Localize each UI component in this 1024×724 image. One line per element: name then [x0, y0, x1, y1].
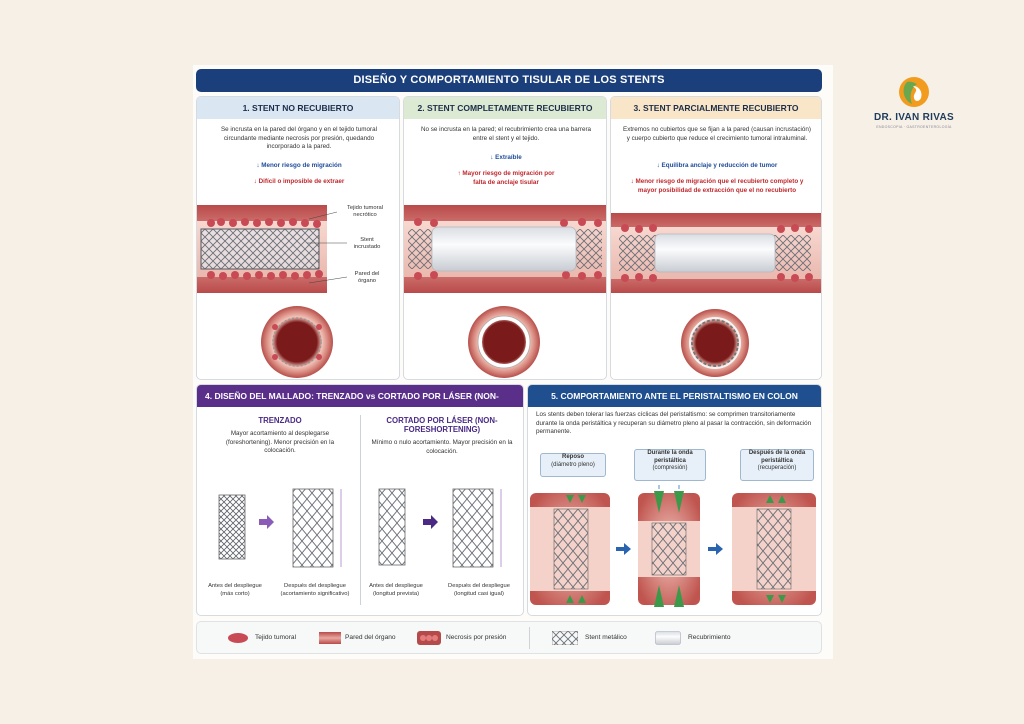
panel-uncovered-point1: ↓ Menor riesgo de migración — [256, 162, 342, 169]
tumor-legend-icon — [228, 633, 248, 643]
panel-partially-covered: 3. STENT PARCIALMENTE RECUBIERTO Extremo… — [610, 96, 822, 380]
braided-caption-after: Después del despliegue (acortamiento sig… — [280, 583, 350, 597]
poster: DISEÑO Y COMPORTAMIENTO TISULAR DE LOS S… — [193, 65, 833, 659]
logo-subtitle: ENDOSCOPIA · GASTROENTEROLOGÍA — [876, 125, 952, 129]
state-rest-callout: Reposo (diámetro pleno) — [540, 453, 606, 477]
state-compression-callout: Durante la onda peristáltica (compresión… — [634, 449, 706, 481]
label-organ-wall: Pared del órgano — [354, 271, 380, 285]
necrosis-legend-icon — [417, 631, 441, 645]
uncovered-stent-illustration — [197, 205, 348, 378]
legend-wall: Pared del órgano — [345, 634, 396, 641]
panel-uncovered-desc: Se incrusta en la pared del órgano y en … — [220, 126, 378, 151]
mesh-comparison-illustration — [218, 488, 502, 568]
legend: Tejido tumoral Pared del órgano Necrosis… — [196, 621, 822, 654]
peristalsis-desc: Los stents deben tolerar las fuerzas cíc… — [536, 411, 812, 436]
panel-partially-covered-title: 3. STENT PARCIALMENTE RECUBIERTO — [611, 97, 821, 119]
label-necrotic-tissue: Tejido tumoral necrótico — [346, 205, 384, 219]
legend-stent: Stent metálico — [585, 634, 627, 641]
panel-uncovered: 1. STENT NO RECUBIERTO Se incrusta en la… — [196, 96, 400, 380]
poster-title: DISEÑO Y COMPORTAMIENTO TISULAR DE LOS S… — [196, 69, 822, 92]
panel-mesh-design: 4. DISEÑO DEL MALLADO: TRENZADO vs CORTA… — [196, 384, 524, 616]
panel-partially-covered-point1: ↓ Equilibra anclaje y reducción de tumor — [656, 162, 778, 169]
legend-coating: Recubrimiento — [688, 634, 731, 641]
laser-cut-desc: Mínimo o nulo acortamiento. Mayor precis… — [371, 439, 513, 455]
panel-fully-covered-desc: No se incrusta en la pared; el recubrimi… — [420, 126, 592, 142]
panel-peristalsis-title: 5. COMPORTAMIENTO ANTE EL PERISTALTISMO … — [528, 385, 821, 407]
braided-caption-before: Antes del despliegue (más corto) — [208, 583, 262, 597]
panel-partially-covered-point2: ↓ Menor riesgo de migración que el recub… — [630, 178, 804, 194]
label-embedded-stent: Stent incrustado — [353, 237, 381, 251]
laser-cut-title: CORTADO POR LÁSER (NON-FORESHORTENING) — [386, 416, 498, 434]
laser-caption-before: Antes del despliegue (longitud prevista) — [369, 583, 423, 597]
state-recovery-callout: Después de la onda peristáltica (recuper… — [740, 449, 814, 481]
panel-fully-covered: 2. STENT COMPLETAMENTE RECUBIERTO No se … — [403, 96, 607, 380]
peristalsis-illustration — [530, 485, 816, 607]
logo-mark-icon — [899, 77, 929, 107]
legend-necrosis: Necrosis por presión — [446, 634, 507, 641]
panel-uncovered-title: 1. STENT NO RECUBIERTO — [197, 97, 399, 119]
legend-tumor: Tejido tumoral — [255, 634, 297, 641]
partially-covered-stent-illustration — [611, 213, 821, 377]
fully-covered-stent-illustration — [404, 205, 606, 378]
panel-uncovered-point2: ↓ Difícil o imposible de extraer — [253, 178, 345, 185]
coating-legend-icon — [655, 631, 681, 645]
logo-name: DR. IVAN RIVAS — [874, 112, 954, 123]
state-compression-sub: (compresión) — [652, 465, 688, 472]
metal-stent-legend-icon — [552, 631, 578, 645]
logo: DR. IVAN RIVAS ENDOSCOPIA · GASTROENTERO… — [864, 74, 964, 134]
braided-title: TRENZADO — [258, 416, 302, 425]
panel-mesh-design-title: 4. DISEÑO DEL MALLADO: TRENZADO vs CORTA… — [197, 385, 523, 423]
state-rest-sub: (diámetro pleno) — [551, 461, 595, 468]
laser-caption-after: Después del despliegue (longitud casi ig… — [448, 583, 510, 597]
panel-fully-covered-point2: ↑ Mayor riesgo de migración por falta de… — [457, 170, 555, 186]
panel-fully-covered-title: 2. STENT COMPLETAMENTE RECUBIERTO — [404, 97, 606, 119]
panel-divider — [360, 415, 361, 605]
state-rest-title: Reposo — [561, 454, 584, 460]
legend-divider — [529, 627, 530, 649]
state-compression-title: Durante la onda peristáltica — [647, 450, 693, 464]
panel-partially-covered-desc: Extremos no cubiertos que se fijan a la … — [623, 126, 811, 142]
state-recovery-title: Después de la onda peristáltica — [748, 450, 806, 464]
wall-legend-icon — [319, 632, 341, 644]
braided-desc: Mayor acortamiento al desplegarse (fores… — [225, 430, 335, 455]
panel-fully-covered-point1: ↓ Extraíble — [490, 154, 522, 161]
state-recovery-sub: (recuperación) — [757, 465, 797, 472]
panel-peristalsis: 5. COMPORTAMIENTO ANTE EL PERISTALTISMO … — [527, 384, 822, 616]
